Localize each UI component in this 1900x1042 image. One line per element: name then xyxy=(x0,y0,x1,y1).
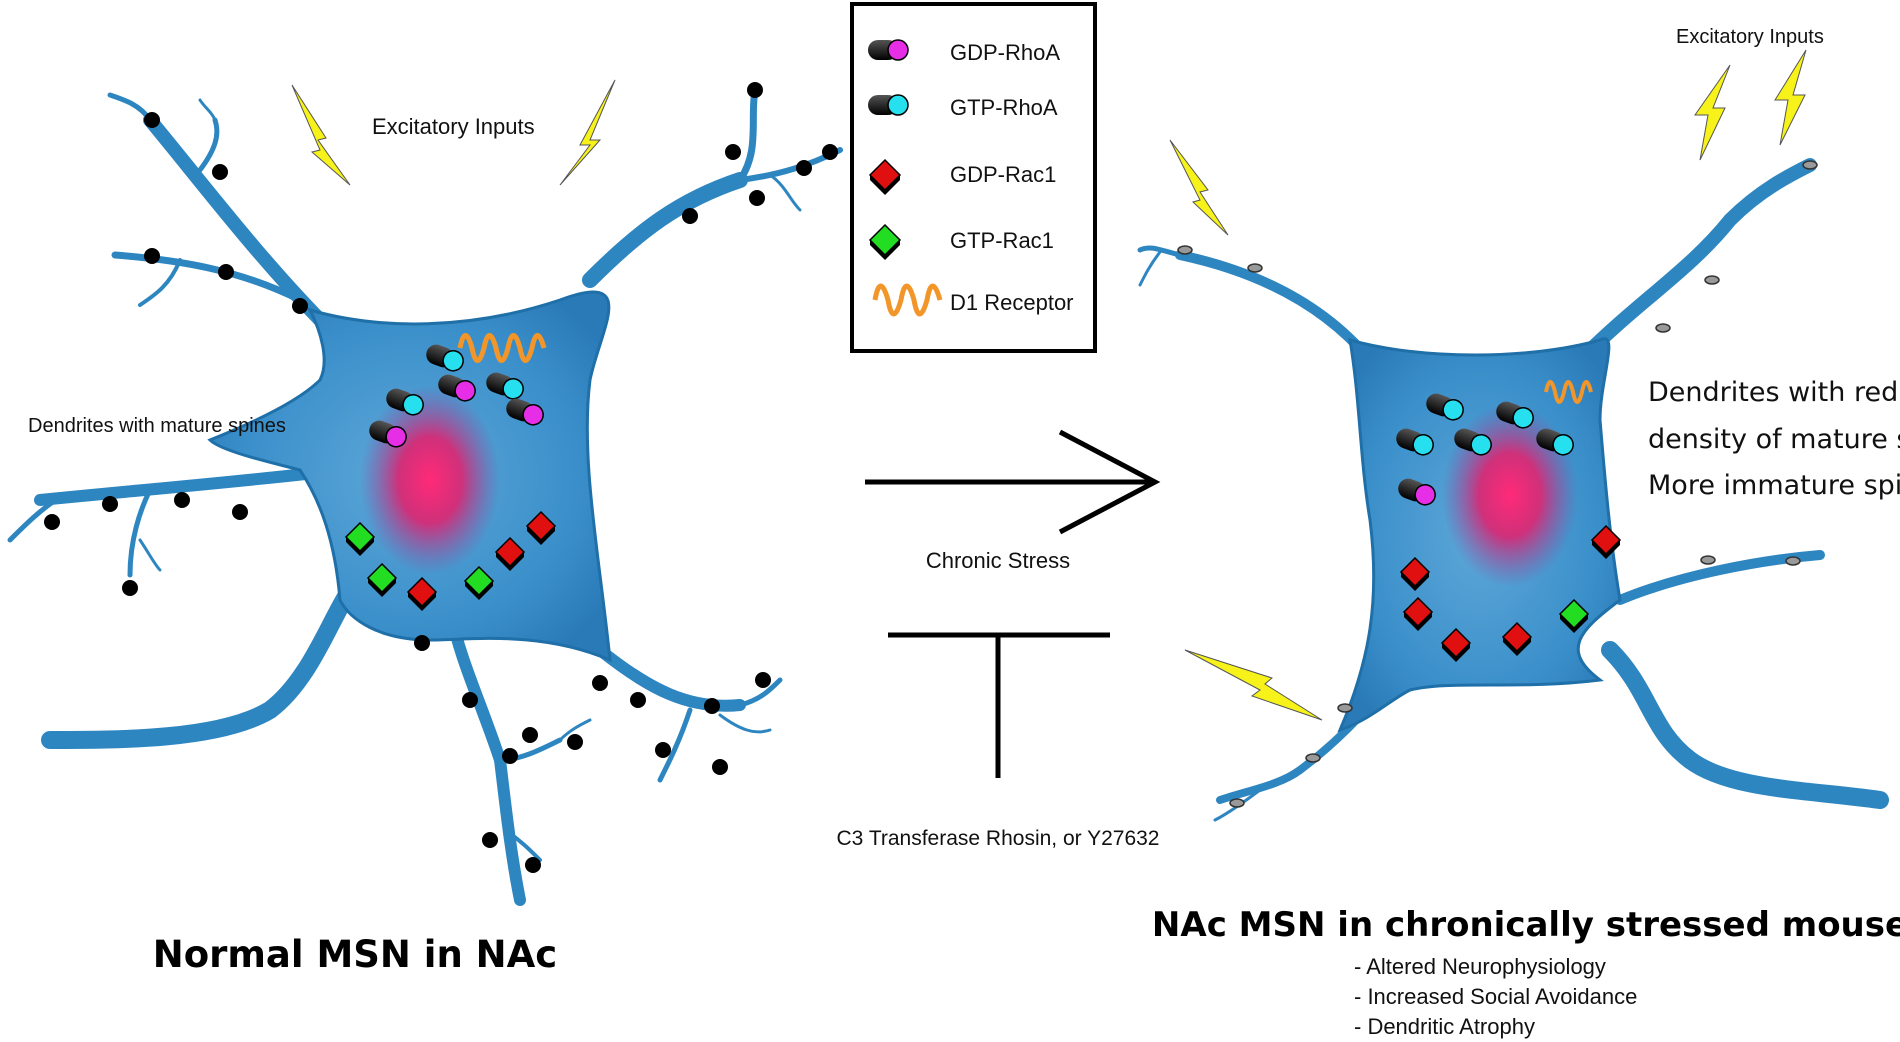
d1-receptor-icon xyxy=(457,333,547,363)
chronic-stress-arrow xyxy=(865,429,1161,535)
gdp-rac1-molecule xyxy=(1440,627,1472,662)
right-spines-line-1: Dendrites with reduced xyxy=(1648,377,1900,408)
cube-green-icon xyxy=(868,223,902,260)
gtp-rhoa-molecule xyxy=(1396,428,1434,456)
right-immature-spines xyxy=(1177,160,1818,808)
legend: GDP-RhoA GTP-RhoA GDP-Rac1 GTP-Rac1 xyxy=(850,2,1097,353)
gtp-rhoa-molecule xyxy=(386,388,424,416)
d1-receptor-icon xyxy=(1544,380,1593,404)
legend-item-d1-receptor: D1 Receptor xyxy=(872,283,1074,317)
gdp-rac1-molecule xyxy=(1399,556,1431,591)
inhibitor-label: C3 Transferase Rhosin, or Y27632 xyxy=(837,827,1160,850)
lightning-icon xyxy=(1169,139,1229,236)
legend-label: GDP-Rac1 xyxy=(950,162,1056,187)
coil-orange-icon xyxy=(872,283,943,317)
gdp-rac1-molecule xyxy=(1590,524,1622,559)
gdp-rhoa-molecule xyxy=(1398,478,1436,506)
left-title: Normal MSN in NAc xyxy=(153,933,557,976)
effect-line-1: - Altered Neurophysiology xyxy=(1354,954,1606,979)
left-nucleus xyxy=(360,385,500,575)
capsule-cyan-icon xyxy=(868,94,909,116)
gtp-rac1-molecule xyxy=(463,565,495,600)
capsule-magenta-icon xyxy=(868,39,909,61)
left-molecules xyxy=(344,344,557,611)
legend-label: GDP-RhoA xyxy=(950,40,1060,65)
left-excitatory-label: Excitatory Inputs xyxy=(372,114,535,139)
gtp-rhoa-molecule xyxy=(486,372,524,400)
gtp-rhoa-molecule xyxy=(1536,428,1574,456)
legend-item-gdp-rhoa: GDP-RhoA xyxy=(868,39,1060,65)
gdp-rhoa-molecule xyxy=(506,398,544,426)
lightning-icon xyxy=(1774,49,1807,146)
gtp-rac1-molecule xyxy=(344,521,376,556)
legend-label: GTP-RhoA xyxy=(950,95,1058,120)
gdp-rhoa-molecule xyxy=(369,420,407,448)
legend-item-gtp-rac1: GTP-Rac1 xyxy=(868,223,1054,260)
gdp-rac1-molecule xyxy=(494,536,526,571)
gtp-rac1-molecule xyxy=(366,562,398,597)
gtp-rhoa-molecule xyxy=(426,344,464,372)
lightning-icon xyxy=(1184,649,1323,721)
gdp-rac1-molecule xyxy=(1402,596,1434,631)
lightning-icon xyxy=(1694,64,1731,161)
left-spines-label: Dendrites with mature spines xyxy=(28,415,286,437)
gdp-rac1-molecule xyxy=(1501,621,1533,656)
lightning-icon xyxy=(559,79,616,186)
right-excitatory-label: Excitatory Inputs xyxy=(1676,26,1824,48)
gtp-rac1-molecule xyxy=(1558,598,1590,633)
chronic-stress-label: Chronic Stress xyxy=(926,548,1070,573)
right-molecules xyxy=(1396,393,1622,662)
effect-line-2: - Increased Social Avoidance xyxy=(1354,984,1637,1009)
legend-label: D1 Receptor xyxy=(950,290,1074,315)
inhibition-symbol xyxy=(888,632,1110,778)
left-neuron xyxy=(7,82,843,906)
gtp-rhoa-molecule xyxy=(1496,401,1534,429)
right-spines-line-2: density of mature spines xyxy=(1648,424,1900,455)
lightning-icon xyxy=(291,84,351,186)
effect-line-3: - Dendritic Atrophy xyxy=(1354,1014,1535,1039)
legend-label: GTP-Rac1 xyxy=(950,228,1054,253)
cube-red-icon xyxy=(868,158,902,195)
left-spines xyxy=(44,82,838,873)
lightning-icons xyxy=(291,49,1807,721)
right-title: NAc MSN in chronically stressed mouse xyxy=(1152,905,1900,945)
left-axon xyxy=(41,581,359,749)
gtp-rhoa-molecule xyxy=(1454,428,1492,456)
right-spines-line-3: More immature spines xyxy=(1648,470,1900,501)
gdp-rhoa-molecule xyxy=(438,374,476,402)
right-axon xyxy=(1601,641,1889,809)
legend-item-gdp-rac1: GDP-Rac1 xyxy=(868,158,1056,195)
gtp-rhoa-molecule xyxy=(1426,393,1464,421)
gdp-rac1-molecule xyxy=(525,510,557,545)
gdp-rac1-molecule xyxy=(406,576,438,611)
legend-item-gtp-rhoa: GTP-RhoA xyxy=(868,94,1058,120)
